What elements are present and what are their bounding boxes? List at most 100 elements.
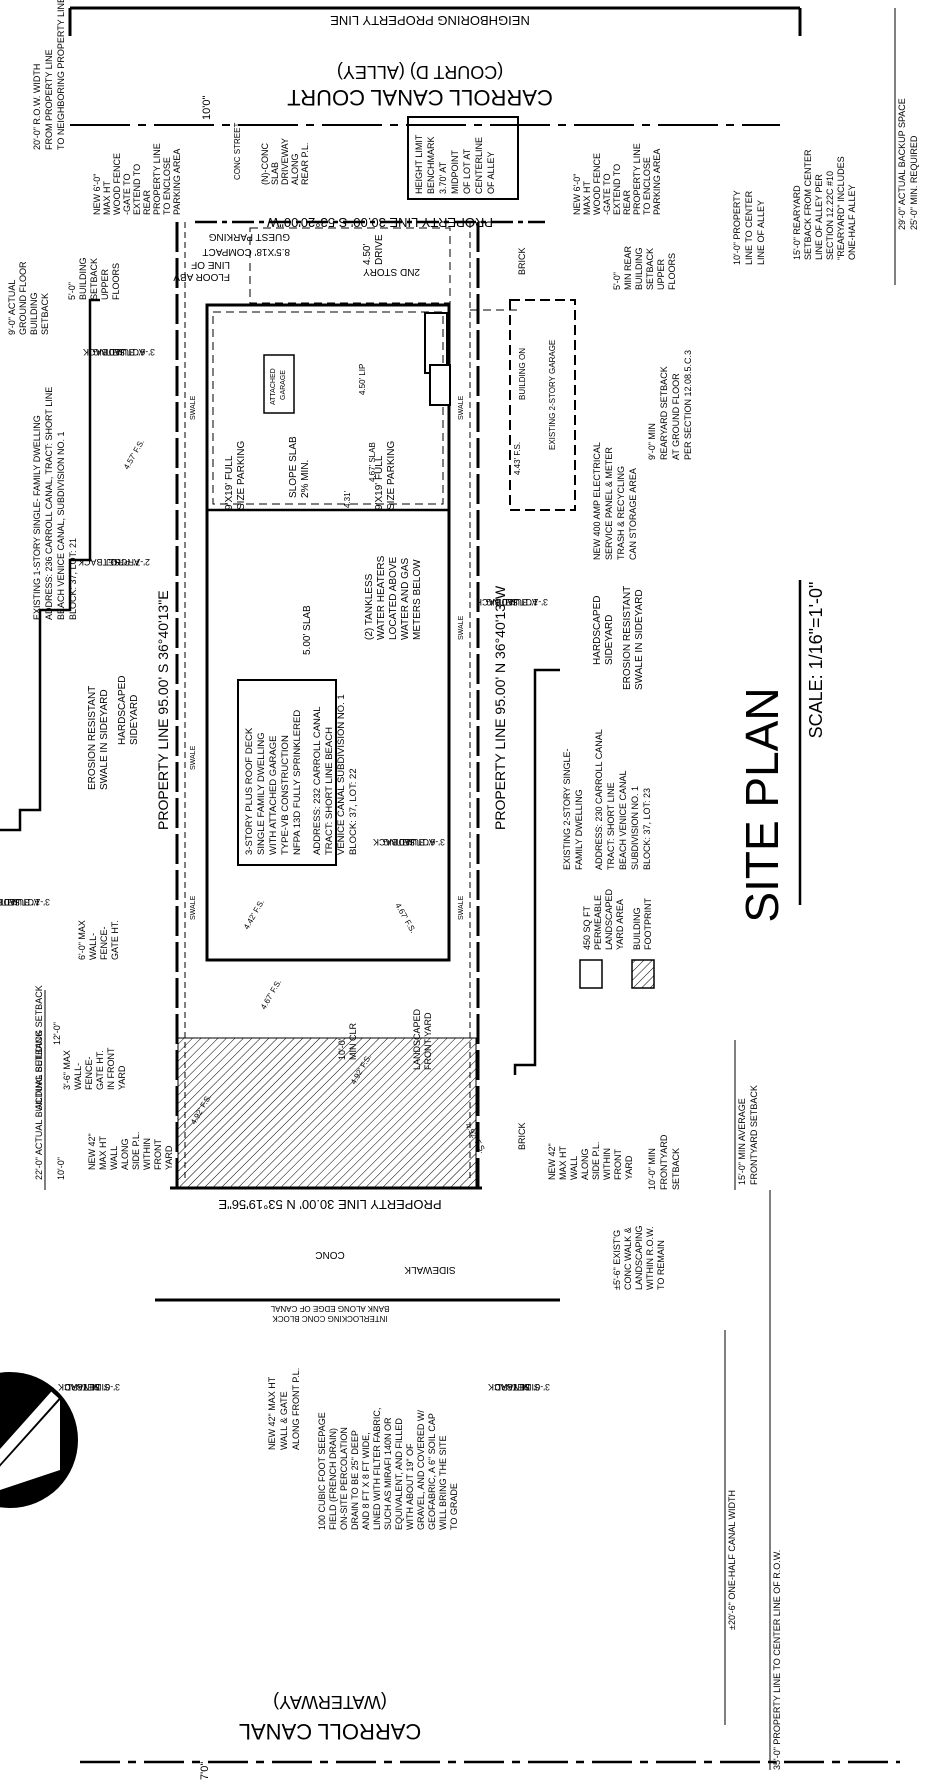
svg-text:NFPA 13D FULLY SPRINKLERED: NFPA 13D FULLY SPRINKLERED <box>292 710 303 855</box>
svg-text:FLOORS: FLOORS <box>667 253 677 290</box>
svg-text:GATE HT.: GATE HT. <box>110 920 120 960</box>
landscaped-front-yard-note: LANDSCAPED FRONT YARD <box>412 1008 433 1070</box>
svg-text:SERVICE PANEL & METER: SERVICE PANEL & METER <box>604 447 614 560</box>
svg-text:PER SECTION 12.08.5.C.3: PER SECTION 12.08.5.C.3 <box>683 350 693 460</box>
svg-text:SWALE: SWALE <box>190 745 197 770</box>
svg-text:SINGLE FAMILY DWELLING: SINGLE FAMILY DWELLING <box>256 732 267 855</box>
svg-text:SUBDIVISION NO. 1: SUBDIVISION NO. 1 <box>630 786 640 870</box>
svg-text:ACTUAL: ACTUAL <box>399 837 435 847</box>
svg-text:GEOFABRIC, A 6" SOIL CAP: GEOFABRIC, A 6" SOIL CAP <box>427 1413 437 1530</box>
svg-text:SLOPE SLAB: SLOPE SLAB <box>288 436 299 498</box>
svg-text:FROM PROPERTY LINE: FROM PROPERTY LINE <box>44 49 54 150</box>
alley-name: CARROLL CANAL COURT <box>287 85 553 110</box>
erosion-note-right: EROSION RESISTANT SWALE IN SIDEYARD <box>622 586 645 690</box>
svg-text:YARD AREA: YARD AREA <box>615 899 625 950</box>
sideyard-min-right: 3'-0" MIN SIDEYARD SETBACK <box>488 1382 550 1392</box>
svg-text:TYPE-VB CONSTRUCTION: TYPE-VB CONSTRUCTION <box>280 735 291 855</box>
svg-text:10'-0" MIN: 10'-0" MIN <box>647 1148 657 1190</box>
second-story-label: 2ND STORY <box>363 266 420 277</box>
driveway-note: (N)-CONC SLAB DRIVEWAY ALONG REAR P.L. <box>260 138 310 185</box>
actual-setback-3-1-left: 3'-1" ACTUAL BUILDING SETBACK <box>0 897 50 907</box>
svg-text:BLOCK: 37, LOT: 23: BLOCK: 37, LOT: 23 <box>642 788 652 870</box>
svg-text:MAX HT: MAX HT <box>98 1135 108 1170</box>
rearyard-setback-note: 15'-0" REARYARD SETBACK FROM CENTER LINE… <box>792 149 857 260</box>
parking-right: 9'X19' FULL SIZE PARKING <box>374 441 397 510</box>
svg-text:4.43' F.S.: 4.43' F.S. <box>513 442 522 475</box>
wall-fence-note: 6'-0" MAX WALL- FENCE- GATE HT. <box>77 920 120 960</box>
svg-text:LANDSCAPED: LANDSCAPED <box>412 1008 422 1070</box>
svg-text:WITHIN R.O.W.: WITHIN R.O.W. <box>645 1227 655 1291</box>
svg-text:SWALE IN SIDEYARD: SWALE IN SIDEYARD <box>99 689 110 790</box>
building-footprint <box>205 303 451 962</box>
svg-text:SWALE: SWALE <box>458 395 465 420</box>
backup-space-note: 29'-0" ACTUAL BACKUP SPACE 25'-0" MIN. R… <box>894 8 919 285</box>
electrical-note: NEW 400 AMP ELECTRICAL SERVICE PANEL & M… <box>592 442 638 560</box>
swale-labels: SWALE SWALE SWALE SWALE SWALE SWALE <box>190 395 465 920</box>
svg-text:4.67' F.S.: 4.67' F.S. <box>259 978 283 1011</box>
arch-projection-note: 2'-7" ARCH. PROJ. SETBACK <box>78 557 150 567</box>
conc-label: CONC <box>315 1249 344 1260</box>
svg-text:ACTUAL: ACTUAL <box>4 897 40 907</box>
svg-text:6'-0" MAX: 6'-0" MAX <box>77 920 87 960</box>
svg-text:MIN CLR: MIN CLR <box>348 1022 358 1060</box>
attached-garage-box: ATTACHED GARAGE <box>263 354 295 414</box>
svg-text:4.31': 4.31' <box>343 490 352 508</box>
svg-text:REAR P.L.: REAR P.L. <box>300 143 310 185</box>
svg-text:BEACH VENICE CANAL: BEACH VENICE CANAL <box>618 770 628 870</box>
svg-text:LOCATED ABOVE: LOCATED ABOVE <box>388 556 399 640</box>
alley-subtitle: (COURT D) (ALLEY) <box>337 62 503 82</box>
seepage-note: 100 CUBIC FOOT SEEPAGE FIELD (FRENCH DRA… <box>317 1408 459 1530</box>
svg-text:BUILDING: BUILDING <box>382 837 425 847</box>
svg-text:YARD: YARD <box>117 1065 127 1090</box>
canal-bank: BANK ALONG EDGE OF CANAL INTERLOCKING CO… <box>155 1298 560 1323</box>
svg-text:SETBACK: SETBACK <box>58 1382 100 1392</box>
new-wall-note-right: NEW 42" MAX HT WALL ALONG SIDE P.L. WITH… <box>547 1142 634 1180</box>
slope-slab-note: SLOPE SLAB 2% MIN. <box>288 436 311 498</box>
svg-text:FRONTYARD: FRONTYARD <box>659 1134 669 1190</box>
svg-text:LANDSCAPING: LANDSCAPING <box>634 1225 644 1290</box>
svg-text:ADDRESS: 236 CARROLL CANAL, TR: ADDRESS: 236 CARROLL CANAL, TRACT: SHORT… <box>44 387 54 620</box>
svg-text:15'-0" MIN AVERAGE: 15'-0" MIN AVERAGE <box>737 1098 747 1185</box>
svg-text:SIDEYARD: SIDEYARD <box>129 695 140 745</box>
svg-text:ARCH.: ARCH. <box>112 557 140 567</box>
svg-text:EXTEND TO: EXTEND TO <box>612 164 622 215</box>
north-arrow-icon <box>0 1372 78 1508</box>
canal-name: CARROLL CANAL <box>239 1719 422 1744</box>
conc-walk-note: ±5'-6" EXIST'G CONC WALK & LANDSCAPING W… <box>612 1225 666 1290</box>
svg-text:WALL & GATE: WALL & GATE <box>279 1391 289 1450</box>
left-property-line-label: PROPERTY LINE 95.00' S 36°40'13"E <box>155 590 171 830</box>
svg-text:PARKING AREA: PARKING AREA <box>652 149 662 215</box>
svg-text:PARKING AREA: PARKING AREA <box>172 149 182 215</box>
front-property-line-label: PROPERTY LINE 30.00' N 53°19'56"E <box>218 1197 441 1212</box>
rear-dims-note: 10'-0" PROPERTY LINE TO CENTER LINE OF A… <box>732 190 766 265</box>
svg-text:100 CUBIC FOOT SEEPAGE: 100 CUBIC FOOT SEEPAGE <box>317 1412 327 1530</box>
svg-text:ACTUAL BUILDING SETBACK: ACTUAL BUILDING SETBACK <box>34 985 44 1110</box>
svg-text:MAX HT: MAX HT <box>558 1145 568 1180</box>
legend-permeable: 450 SQ FT PERMEABLE LANDSCAPED YARD AREA <box>579 888 625 989</box>
svg-text:9'X19' FULL: 9'X19' FULL <box>374 455 385 510</box>
svg-text:LINE OF: LINE OF <box>191 259 230 270</box>
svg-text:CONC WALK &: CONC WALK & <box>623 1227 633 1290</box>
neighbor-right: EXISTING 2-STORY SINGLE- FAMILY DWELLING… <box>513 668 652 1075</box>
svg-text:3'-0" MIN: 3'-0" MIN <box>83 1382 120 1392</box>
svg-text:MIN REAR: MIN REAR <box>623 245 633 290</box>
svg-text:NEW 42": NEW 42" <box>547 1143 557 1180</box>
svg-text:SETBACK: SETBACK <box>671 1148 681 1190</box>
svg-text:YARD: YARD <box>624 1155 634 1180</box>
svg-text:TRACT: SHORT LINE BEACH: TRACT: SHORT LINE BEACH <box>324 727 335 855</box>
svg-text:EXISTING 2-STORY GARAGE: EXISTING 2-STORY GARAGE <box>548 340 557 450</box>
svg-text:SETBACK: SETBACK <box>83 347 125 357</box>
svg-text:MAX HT: MAX HT <box>582 180 592 215</box>
svg-text:BUILDING: BUILDING <box>78 257 88 300</box>
svg-text:INTERLOCKING CONC BLOCK: INTERLOCKING CONC BLOCK <box>272 1314 388 1323</box>
svg-text:3'-6": 3'-6" <box>427 837 445 847</box>
svg-text:EROSION RESISTANT: EROSION RESISTANT <box>87 686 98 790</box>
svg-text:WALL-: WALL- <box>73 1063 83 1090</box>
svg-text:FRONT: FRONT <box>613 1149 623 1180</box>
svg-text:3'-1": 3'-1" <box>530 597 548 607</box>
svg-text:PROPERTY LINE: PROPERTY LINE <box>632 143 642 215</box>
svg-text:SIDEYARD: SIDEYARD <box>64 1382 110 1392</box>
svg-text:GATE HT.: GATE HT. <box>95 1050 105 1090</box>
svg-text:4.50' LIP: 4.50' LIP <box>358 364 367 395</box>
svg-text:FOOTPRINT: FOOTPRINT <box>643 898 653 950</box>
